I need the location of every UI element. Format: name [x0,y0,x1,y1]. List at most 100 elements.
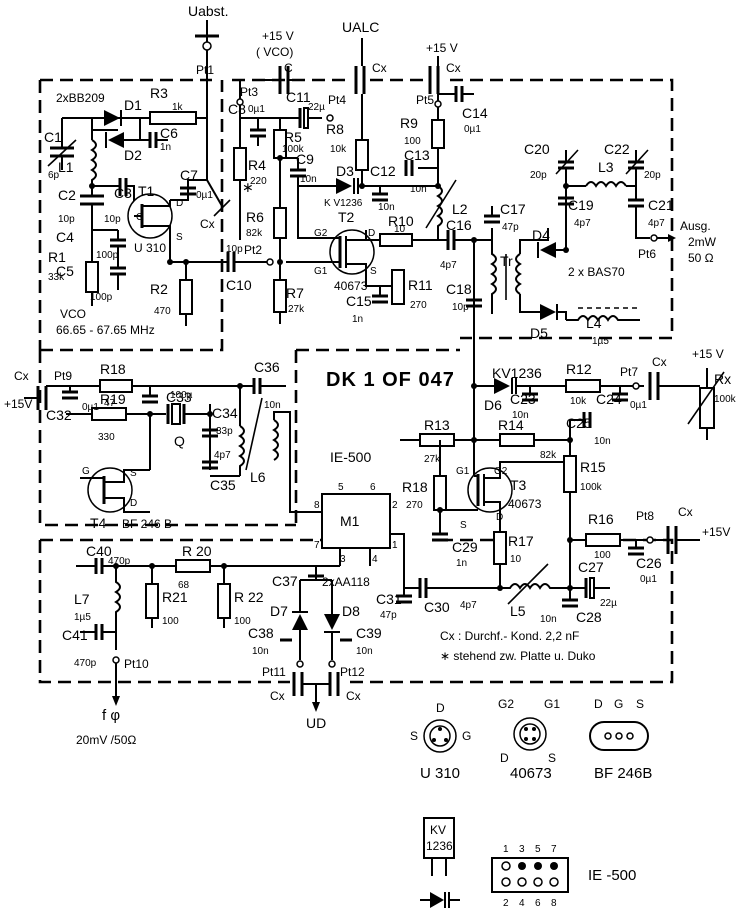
r10-value: 10 [394,224,406,235]
pt11-label: Pt11 [262,665,286,679]
svg-text:1: 1 [503,844,509,855]
d4-label: D4 [532,227,550,243]
uabst-feed: Pt1 [195,20,219,112]
r22-resistor [217,583,231,619]
t2-pin-d: D [368,228,375,239]
pt10-label: Pt10 [124,657,149,671]
r20-value: 68 [178,580,190,591]
n40673-pin-g1: G1 [544,697,560,711]
d3-varicap [336,178,352,194]
r15-resistor [563,455,577,493]
mixer-section [76,493,500,712]
r17-resistor [493,531,507,565]
t1-pin-d: D [176,198,183,209]
cx-label-rx: Cx [652,355,667,369]
pinout-u310: D S G U 310 [410,701,471,782]
r12-label: R12 [566,361,592,377]
m1-pin3: 3 [340,554,346,565]
c20-value: 20p [530,170,547,181]
plus15-feed [428,56,442,110]
pt2-label: Pt2 [244,243,262,257]
kv1236-line1: KV [430,823,446,837]
r22-value: 100 [234,616,251,627]
c32-value: 0µ1 [82,402,99,413]
c35-label: C35 [210,477,236,493]
r7-resistor [273,279,287,313]
c22-label: C22 [604,141,630,157]
crystal-q [171,403,181,425]
c10-value: 10p [226,244,243,255]
c1-value: 6p [48,170,60,181]
pt12-label: Pt12 [340,665,365,679]
r18b-label: R18 [402,479,428,495]
d6-type: KV1236 [492,365,542,381]
m1-pin8: 8 [314,500,320,511]
c41-label: C41 [62,627,88,643]
pinout-ie500: 1 3 5 7 2 4 6 8 IE -500 [491,844,636,909]
c38-label: C38 [248,625,274,641]
r14-label: R14 [498,417,524,433]
c31-label: C31 [376,591,402,607]
t3-pin-g1: G1 [456,466,470,477]
m1-pin2: 2 [392,500,398,511]
c33-label: C33 [166,389,192,405]
c40-value: 470p [108,556,131,567]
r3-label: R3 [150,85,168,101]
c34-value: 33p [216,426,233,437]
r3-resistor [149,111,197,125]
c17-value: 47p [502,222,519,233]
l2-label: L2 [452,201,468,217]
l1-inductor [90,118,97,186]
shield-lines [38,78,674,684]
cx-label-left: Cx [14,369,29,383]
c39-label: C39 [356,625,382,641]
c24-label: C24 [596,391,622,407]
t4-type: BF 246 B [122,517,172,531]
r21-resistor [145,583,159,619]
bf246b-name: BF 246B [594,765,652,782]
c16-value: 4p7 [440,260,457,271]
plus15-left-label: +15V [4,397,32,411]
c28-label: C28 [576,609,602,625]
r18-value: 47 [104,398,116,409]
varicaps-label: 2xBB209 [56,91,105,105]
r16-resistor [585,533,621,547]
u310-pin-d: D [436,701,445,715]
svg-text:Pt1: Pt1 [196,63,214,77]
l7-value: 1µ5 [74,612,91,623]
aa118-label: 2xAA118 [322,575,370,589]
t1-pin-s: S [176,232,183,243]
l5-label: L5 [510,603,526,619]
r4-resistor [233,147,247,181]
l3-inductor [585,181,627,188]
ualc-label: UALC [342,19,379,35]
c29-label: C29 [452,539,478,555]
plus15-label: +15 V [426,41,458,55]
bf246b-pin-g: G [614,697,623,711]
c2-value: 10p [58,214,75,225]
c26-value: 0µ1 [640,574,657,585]
c30-label: C30 [424,599,450,615]
svg-text:3: 3 [519,844,525,855]
svg-text:6: 6 [535,898,541,909]
c7-value: 0µ1 [196,190,213,201]
l7-inductor [114,566,121,650]
r5-label: R5 [284,129,302,145]
d8-diode [324,614,340,630]
pt7-label: Pt7 [620,365,638,379]
c8-label: C8 [228,101,246,117]
svg-text:7: 7 [551,844,557,855]
l2-inductor [436,185,443,240]
bas70-label: 2 x BAS70 [568,265,625,279]
r6-label: R6 [246,209,264,225]
r10-label: R10 [388,213,414,229]
cx-label-1: Cx [372,61,387,75]
r18b-value: 270 [406,500,423,511]
r16-value: 100 [594,550,611,561]
l4-value: 1µ5 [592,336,609,347]
d1-diode [104,110,120,126]
reference-oscillator [24,378,322,513]
c21-label: C21 [648,197,674,213]
kv1236-line2: 1236 [426,839,453,853]
c13-label: C13 [404,147,430,163]
